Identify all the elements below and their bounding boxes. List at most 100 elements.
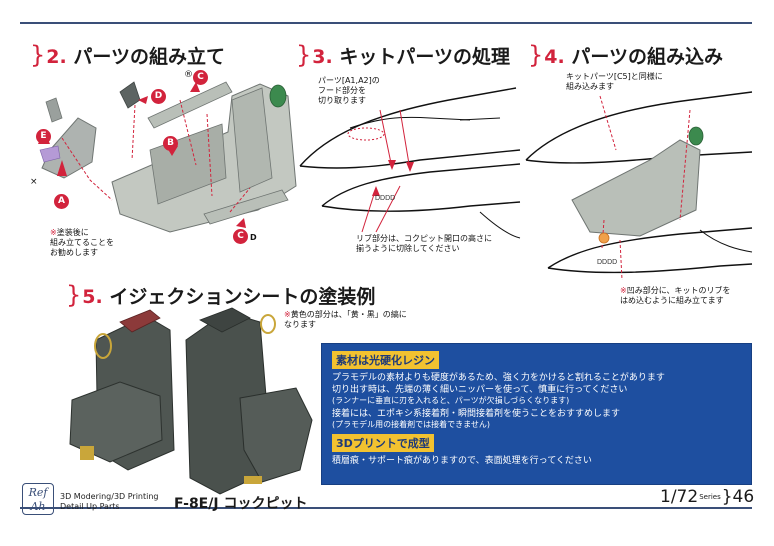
material-heading: 素材は光硬化レジン: [332, 351, 439, 369]
registered-mark: ®: [184, 70, 193, 80]
part-purple-detail: [39, 145, 61, 163]
section-4-title: }4. パーツの組み込み: [528, 43, 723, 67]
footer-left-line1: 3D Modering/3D Printing: [60, 492, 159, 501]
seat-right-pan: [239, 387, 313, 483]
fuselage-upper-top: [299, 87, 517, 167]
top-rule: [20, 22, 752, 24]
step4-note-top: キットパーツ[C5]と同様に 組み込みます: [566, 72, 663, 92]
guide-line-c-top: [179, 99, 197, 166]
seat-left-pan: [69, 381, 163, 463]
brace-icon: }: [30, 41, 46, 69]
canopy-line: [349, 116, 471, 129]
recess-marker-icon: [598, 232, 610, 244]
bottom-rule: [20, 507, 752, 509]
spine-line: [459, 117, 501, 121]
fuselage-lower-bottom: [321, 201, 521, 212]
guide4-3: [619, 239, 623, 281]
section-3-number: 3.: [312, 46, 333, 68]
step2-note-line1: 塗装後に: [56, 228, 89, 237]
seat-right-headbox: [199, 307, 251, 333]
green-detail-icon: [269, 84, 287, 108]
section-2-text: パーツの組み立て: [73, 46, 225, 68]
product-title: F-8E/J コックピット: [174, 496, 308, 512]
brace-icon: }: [528, 41, 544, 69]
brace-icon: }: [66, 281, 82, 309]
fuselage4-upper-bottom: [525, 151, 753, 164]
part-label-d: D: [151, 89, 166, 104]
step5-note-line1: 黄色の部分は、「黄・黒」の縞に: [290, 310, 407, 319]
material-line2-sub: (ランナーに垂直に刃を入れると、パーツが欠損しづらくなります): [332, 396, 570, 406]
series-number: 46: [732, 487, 755, 507]
step2-illustration: ×: [30, 81, 297, 233]
seat-right-yellow-stripe: [244, 476, 262, 484]
leader-rib-2: [375, 185, 401, 233]
printing-line: 積層痕・サポート痕がありますので、表面処理を行ってください: [332, 456, 592, 467]
section-5-title: }5. イジェクションシートの塗装例: [66, 283, 375, 307]
material-line1: プラモデルの素材よりも硬度があるため、強く力をかけると割れることがあります: [332, 373, 665, 383]
step3-note-bottom-line2: 揃うように切除してください: [356, 244, 460, 253]
intake-line: [479, 211, 521, 239]
green-detail4-icon: [688, 126, 704, 146]
part-label-b: B: [163, 136, 178, 151]
fuselage4-upper-top: [525, 91, 753, 161]
material-line3: 接着には、エポキシ系接着剤・瞬間接着剤を使うことをおすすめします: [332, 409, 621, 420]
cross-mark-icon: ×: [30, 177, 38, 187]
leader-hood-1: [379, 109, 393, 169]
part-label-d-lower: D: [250, 233, 257, 242]
intake4-line: [699, 229, 753, 253]
ejection-seat-left: [69, 309, 175, 471]
part-label-c-lower: C: [233, 229, 248, 244]
guide4-1: [599, 95, 617, 151]
leader-hood-2: [399, 109, 411, 171]
fuselage-upper-bottom: [299, 149, 521, 169]
arrow-hood-icon: [388, 160, 396, 170]
part-c-lower-shape: [203, 189, 289, 225]
series-label: Series: [699, 493, 721, 501]
note-mark: ※: [50, 228, 57, 237]
step4-note-bottom-line1: 凹み部分に、キットのリブを: [626, 286, 731, 295]
arrow-c-icon: [190, 82, 200, 92]
part-c-top-shape: [147, 81, 233, 129]
note-mark: ※: [620, 286, 627, 295]
material-line3-sub: (プラモデル用の接着剤では接着できません): [332, 420, 491, 430]
arrow-c-lower-icon: [236, 218, 246, 228]
printing-heading: 3Dプリントで成型: [332, 434, 434, 453]
step4-note-top-line2: 組み込みます: [566, 82, 614, 91]
step3-note-bottom: リブ部分は、コクピット開口の高さに 揃うように切除してください: [356, 234, 492, 254]
installed-cockpit-shape: [571, 139, 701, 237]
material-line2: 切り出す時は、先端の薄く細いニッパーを使って、慎重に行ってください: [332, 385, 628, 396]
fuselage4-lower-top: [547, 227, 753, 269]
section-3-text: キットパーツの処理: [339, 46, 510, 68]
series-info: 1/72Series}46: [660, 487, 754, 507]
serial-text-3: DDDD: [375, 195, 395, 202]
tub-rear-bulkhead: [231, 87, 273, 193]
section-3-title: }3. キットパーツの処理: [296, 43, 510, 67]
part-label-c-top: C: [193, 70, 208, 85]
arrow-hood2-icon: [406, 162, 414, 172]
section-2-number: 2.: [46, 46, 67, 68]
step4-note-bottom-line2: はめ込むように組み立てます: [620, 296, 724, 305]
logo-line1: Ref: [28, 486, 48, 499]
guide-line-c-top2: [206, 113, 213, 197]
fuselage-lower-top: [321, 163, 521, 207]
arrow-a-icon: [57, 160, 67, 176]
part-d-shape: [119, 81, 141, 109]
part-label-e: E: [36, 129, 51, 144]
footer-left-line2: Detail Up Parts: [60, 502, 120, 511]
step4-note-bottom: ※凹み部分に、キットのリブを はめ込むように組み立てます: [620, 286, 730, 306]
step2-note-line3: お勧めします: [50, 248, 98, 257]
step3-note-top-line1: パーツ[A1,A2]の: [318, 76, 380, 85]
part-label-a: A: [54, 194, 69, 209]
step5-note: ※黄色の部分は、「黄・黒」の縞に なります: [284, 310, 407, 330]
brace-icon: }: [296, 41, 312, 69]
brace-icon: }: [721, 487, 733, 507]
step5-note-line2: なります: [284, 320, 316, 329]
serial-text-4: DDDD: [597, 259, 617, 266]
ejection-seat-right: [185, 307, 313, 495]
material-info-box: 素材は光硬化レジン プラモデルの素材よりも硬度があるため、強く力をかけると割れる…: [321, 343, 752, 485]
scale-text: 1/72: [660, 487, 699, 507]
guide-line-c-lower: [229, 187, 251, 213]
seat-left-handle-icon: [94, 333, 112, 359]
